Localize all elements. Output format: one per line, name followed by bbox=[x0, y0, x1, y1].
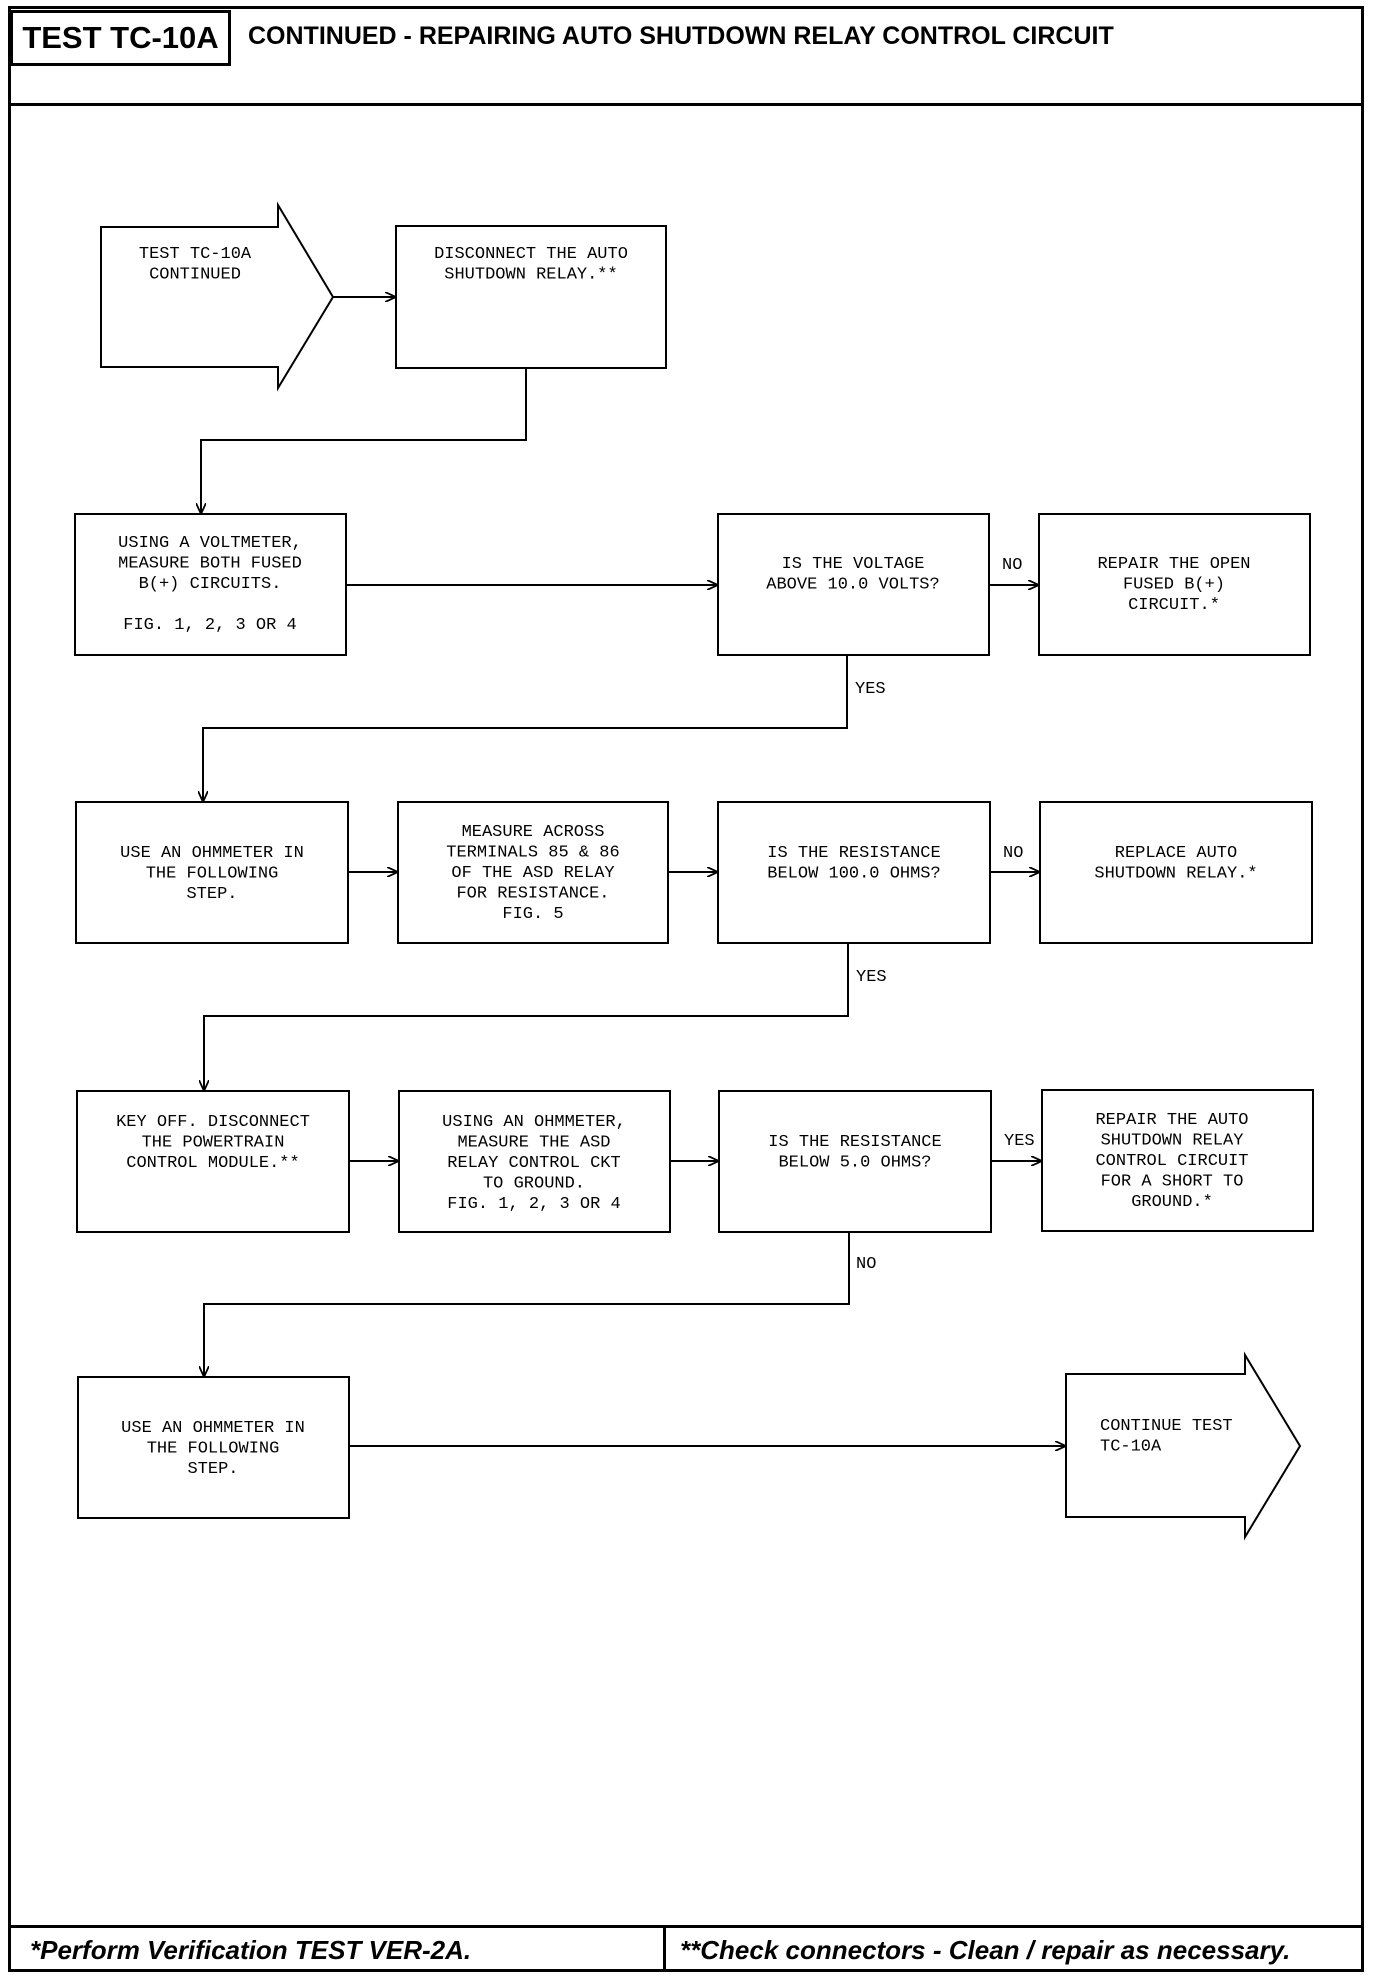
header-bar bbox=[8, 6, 1364, 106]
replace-asd-text: REPLACE AUTO SHUTDOWN RELAY.* bbox=[1094, 844, 1257, 884]
box-text-line: ABOVE 10.0 VOLTS? bbox=[766, 576, 939, 595]
box-text-line: STEP. bbox=[187, 1460, 238, 1479]
box-text-line: CONTROL MODULE.** bbox=[126, 1154, 299, 1173]
box-text-line: BELOW 100.0 OHMS? bbox=[767, 865, 940, 884]
footer-connectors-note: **Check connectors - Clean / repair as n… bbox=[680, 1935, 1291, 1965]
box-text-line: USING AN OHMMETER, bbox=[442, 1113, 626, 1132]
test-id-box: TEST TC-10A bbox=[10, 10, 231, 66]
label-yes-2: YES bbox=[856, 968, 887, 987]
box-text-line: REPAIR THE OPEN bbox=[1097, 555, 1250, 574]
box-text-line: IS THE VOLTAGE bbox=[782, 555, 925, 574]
box-text-line: GROUND.* bbox=[1131, 1193, 1213, 1212]
box-text-line: USING A VOLTMETER, bbox=[118, 534, 302, 553]
box-text-line: THE POWERTRAIN bbox=[142, 1134, 285, 1153]
box-text-line: FIG. 1, 2, 3 OR 4 bbox=[123, 616, 296, 635]
box-text-line: FUSED B(+) bbox=[1123, 576, 1225, 595]
box-text-line: MEASURE ACROSS bbox=[462, 823, 605, 842]
label-no-3: NO bbox=[856, 1255, 876, 1274]
box-text-line: USE AN OHMMETER IN bbox=[120, 844, 304, 863]
label-no-1: NO bbox=[1002, 556, 1022, 575]
footer-bar bbox=[8, 1925, 1364, 1972]
box-text-line: TO GROUND. bbox=[483, 1175, 585, 1194]
box-text-line: USE AN OHMMETER IN bbox=[121, 1419, 305, 1438]
box-text-line: SHUTDOWN RELAY.* bbox=[1094, 865, 1257, 884]
connector-voltage-yes bbox=[203, 655, 848, 802]
use-ohmmeter-box-2 bbox=[77, 1376, 350, 1519]
voltage-question-text: IS THE VOLTAGE ABOVE 10.0 VOLTS? bbox=[766, 555, 939, 595]
box-text-line: MEASURE BOTH FUSED bbox=[118, 555, 302, 574]
box-text-line: CONTINUED bbox=[149, 266, 241, 285]
box-text-line: KEY OFF. DISCONNECT bbox=[116, 1113, 310, 1132]
box-text-line: MEASURE THE ASD bbox=[457, 1134, 610, 1153]
label-yes-1: YES bbox=[855, 680, 886, 699]
connector-resistance2-no bbox=[204, 1232, 850, 1377]
box-text-line: DISCONNECT THE AUTO bbox=[434, 245, 628, 264]
page-title: CONTINUED - REPAIRING AUTO SHUTDOWN RELA… bbox=[248, 22, 1114, 50]
connector-disconnect-to-measure bbox=[201, 368, 527, 514]
start-arrow-text: TEST TC-10A CONTINUED bbox=[139, 245, 252, 285]
box-text-line: CONTINUE TEST bbox=[1100, 1417, 1233, 1436]
resistance-question-text-1: IS THE RESISTANCE BELOW 100.0 OHMS? bbox=[767, 844, 940, 884]
box-text-line: TEST TC-10A bbox=[139, 245, 252, 264]
box-text-line: THE FOLLOWING bbox=[147, 1440, 280, 1459]
box-text-line: BELOW 5.0 OHMS? bbox=[778, 1154, 931, 1173]
box-text-line: CONTROL CIRCUIT bbox=[1095, 1152, 1248, 1171]
box-text-line: STEP. bbox=[186, 885, 237, 904]
box-text-line: TERMINALS 85 & 86 bbox=[446, 844, 619, 863]
box-text-line: IS THE RESISTANCE bbox=[768, 1133, 941, 1152]
box-text-line: THE FOLLOWING bbox=[146, 865, 279, 884]
start-arrow-shape bbox=[100, 201, 335, 392]
footer-divider bbox=[663, 1925, 666, 1972]
box-text-line: B(+) CIRCUITS. bbox=[139, 575, 282, 594]
box-text-line: OF THE ASD RELAY bbox=[451, 864, 614, 883]
disconnect-relay-text: DISCONNECT THE AUTO SHUTDOWN RELAY.** bbox=[434, 245, 628, 285]
label-yes-3: YES bbox=[1004, 1132, 1035, 1151]
box-text-line: FIG. 5 bbox=[502, 905, 563, 924]
page-frame bbox=[8, 6, 1364, 1972]
box-text-line: REPAIR THE AUTO bbox=[1095, 1111, 1248, 1130]
box-text-line: FOR A SHORT TO bbox=[1101, 1173, 1244, 1192]
footer-verification-note: *Perform Verification TEST VER-2A. bbox=[30, 1935, 472, 1965]
repair-fused-text: REPAIR THE OPEN FUSED B(+)CIRCUIT.* bbox=[1097, 555, 1250, 615]
box-text-line: FOR RESISTANCE. bbox=[456, 885, 609, 904]
end-arrow-shape bbox=[1065, 1351, 1302, 1541]
box-text-line: RELAY CONTROL CKT bbox=[447, 1154, 620, 1173]
box-text-line: SHUTDOWN RELAY bbox=[1101, 1132, 1244, 1151]
resistance-question-text-2: IS THE RESISTANCE BELOW 5.0 OHMS? bbox=[768, 1133, 941, 1173]
end-arrow-text: CONTINUE TEST TC-10A bbox=[1100, 1417, 1233, 1457]
box-text-line: IS THE RESISTANCE bbox=[767, 844, 940, 863]
box-text-line: FIG. 1, 2, 3 OR 4 bbox=[447, 1195, 620, 1214]
connector-resistance1-yes bbox=[204, 943, 849, 1091]
box-text-line: TC-10A bbox=[1100, 1438, 1162, 1457]
box-text-line: REPLACE AUTO bbox=[1115, 844, 1237, 863]
box-text-line: CIRCUIT.* bbox=[1128, 596, 1220, 615]
box-text-line: SHUTDOWN RELAY.** bbox=[444, 266, 617, 285]
label-no-2: NO bbox=[1003, 844, 1023, 863]
